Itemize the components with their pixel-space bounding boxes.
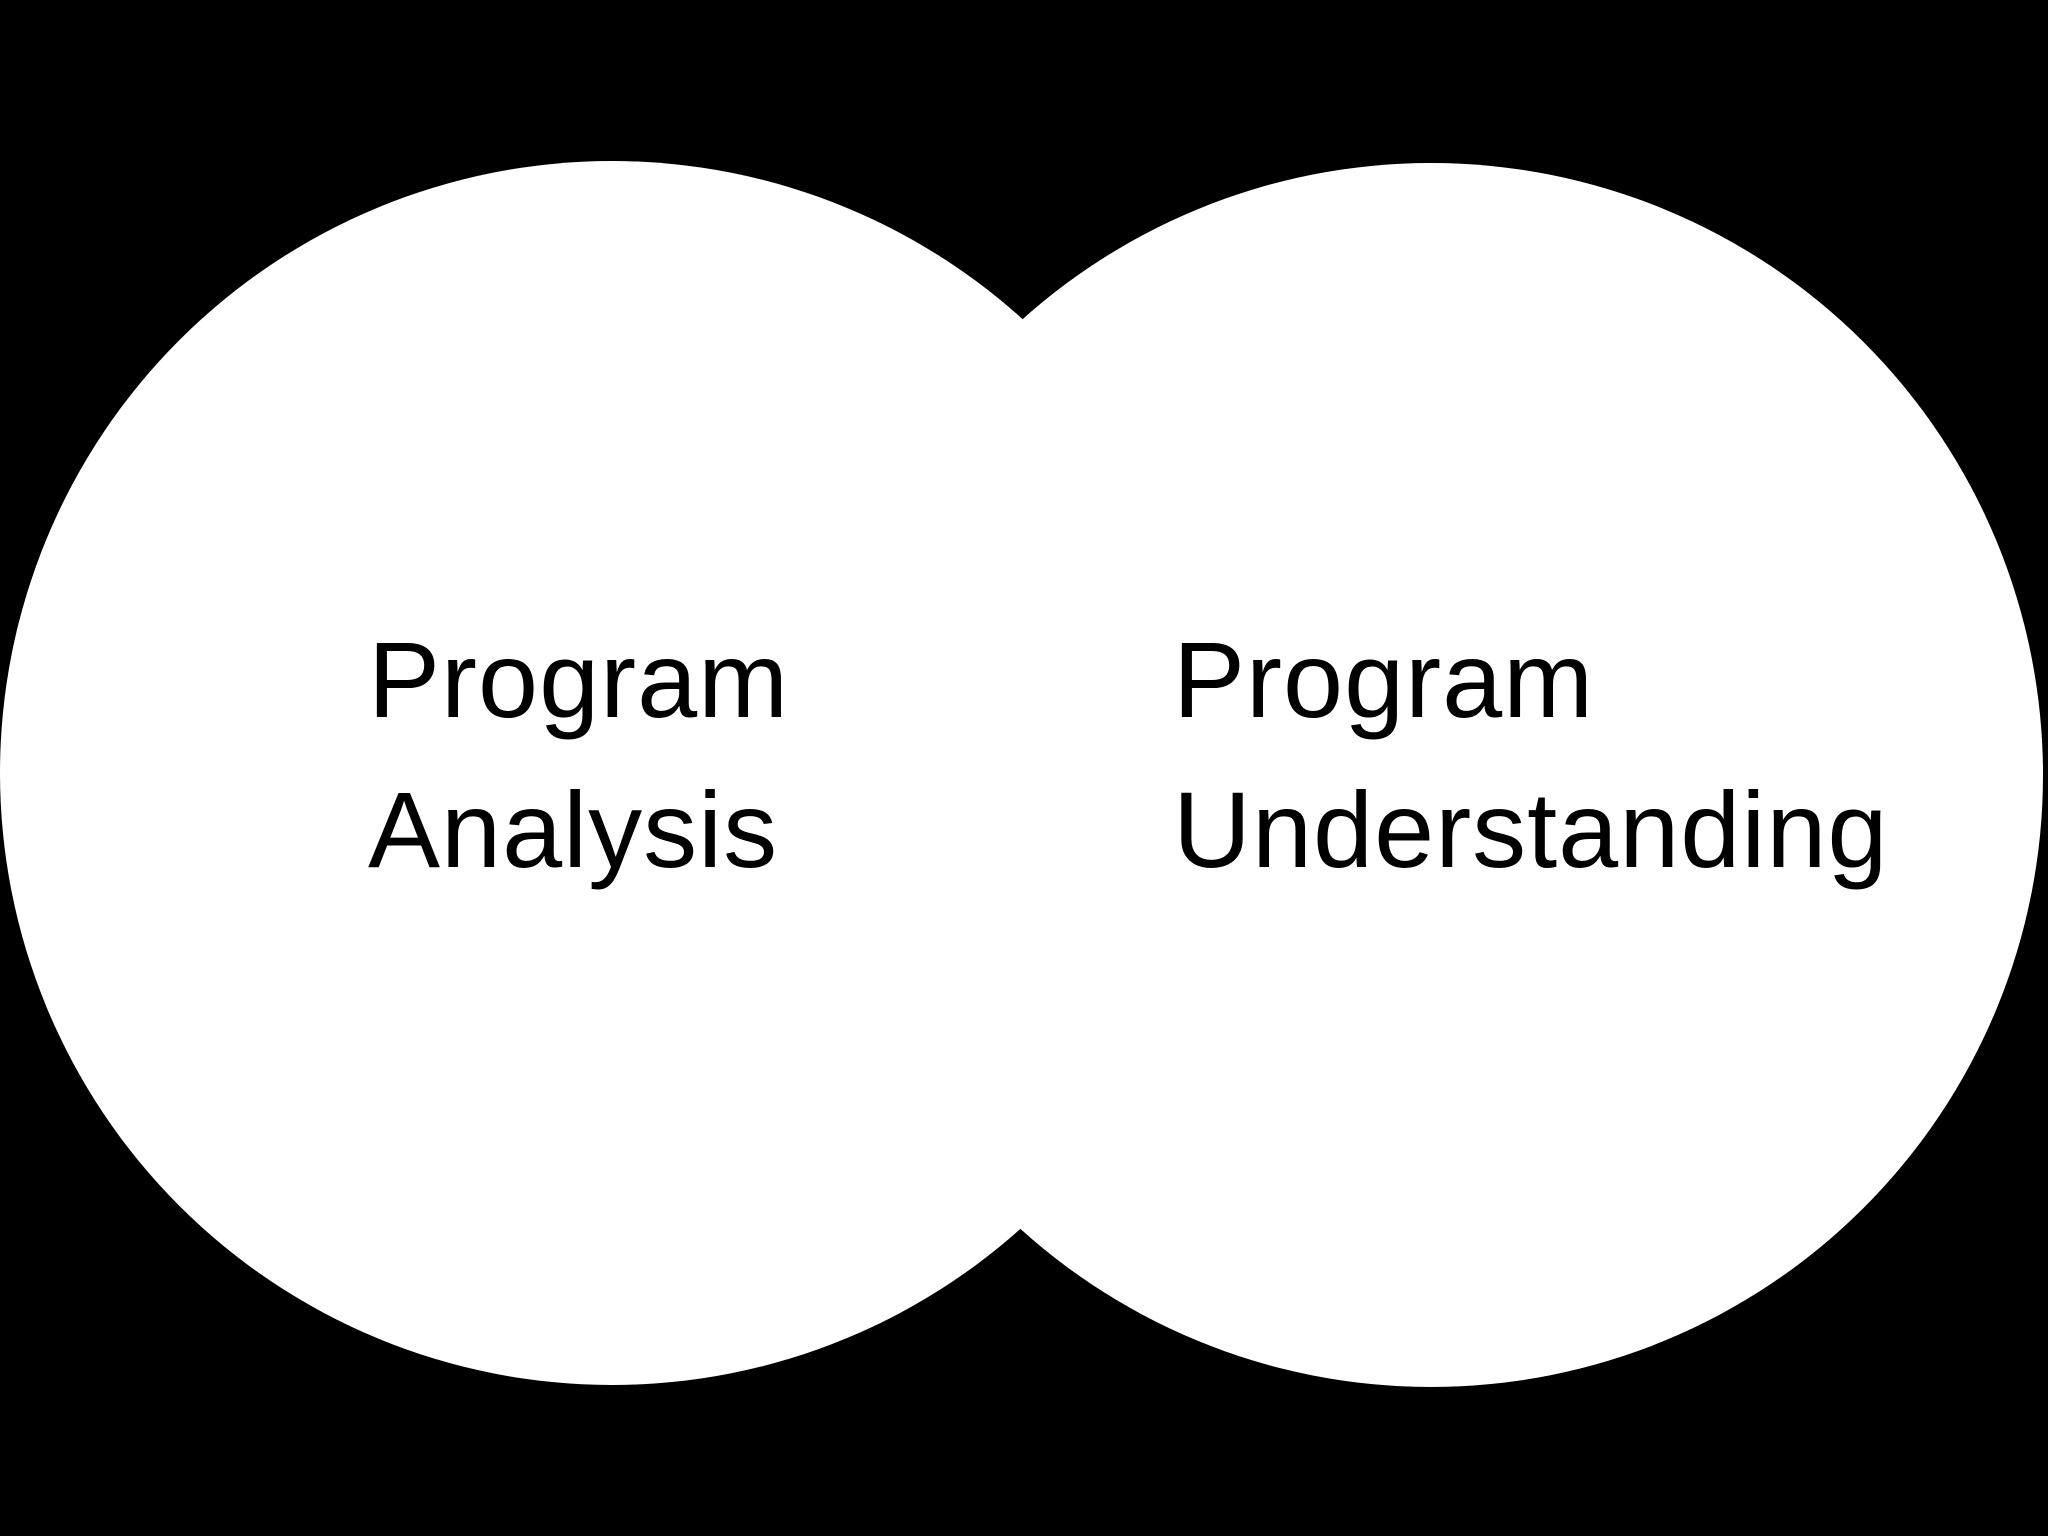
circle-label-program-analysis: Program Analysis <box>368 605 789 905</box>
circle-label-right-line2: Understanding <box>1173 769 1889 890</box>
venn-circle-right <box>819 163 2043 1387</box>
circle-label-left-line1: Program <box>368 619 790 740</box>
circle-label-left-line2: Analysis <box>368 769 779 890</box>
circle-label-program-understanding: Program Understanding <box>1173 605 1888 905</box>
circle-label-right-line1: Program <box>1173 619 1595 740</box>
